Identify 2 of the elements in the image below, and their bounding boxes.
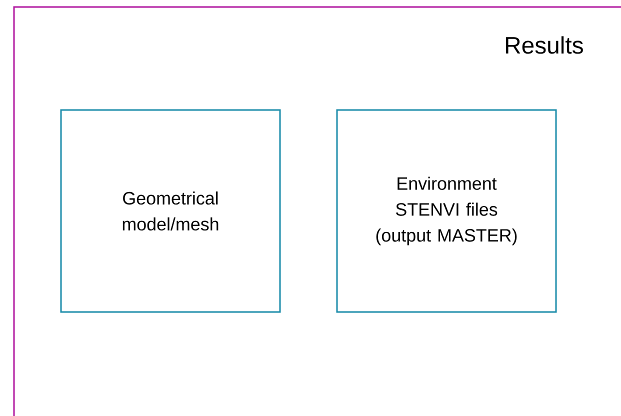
content-box: Geometrical model/mesh [60,109,281,313]
content-box: Environment STENVI files (output MASTER) [336,109,557,313]
